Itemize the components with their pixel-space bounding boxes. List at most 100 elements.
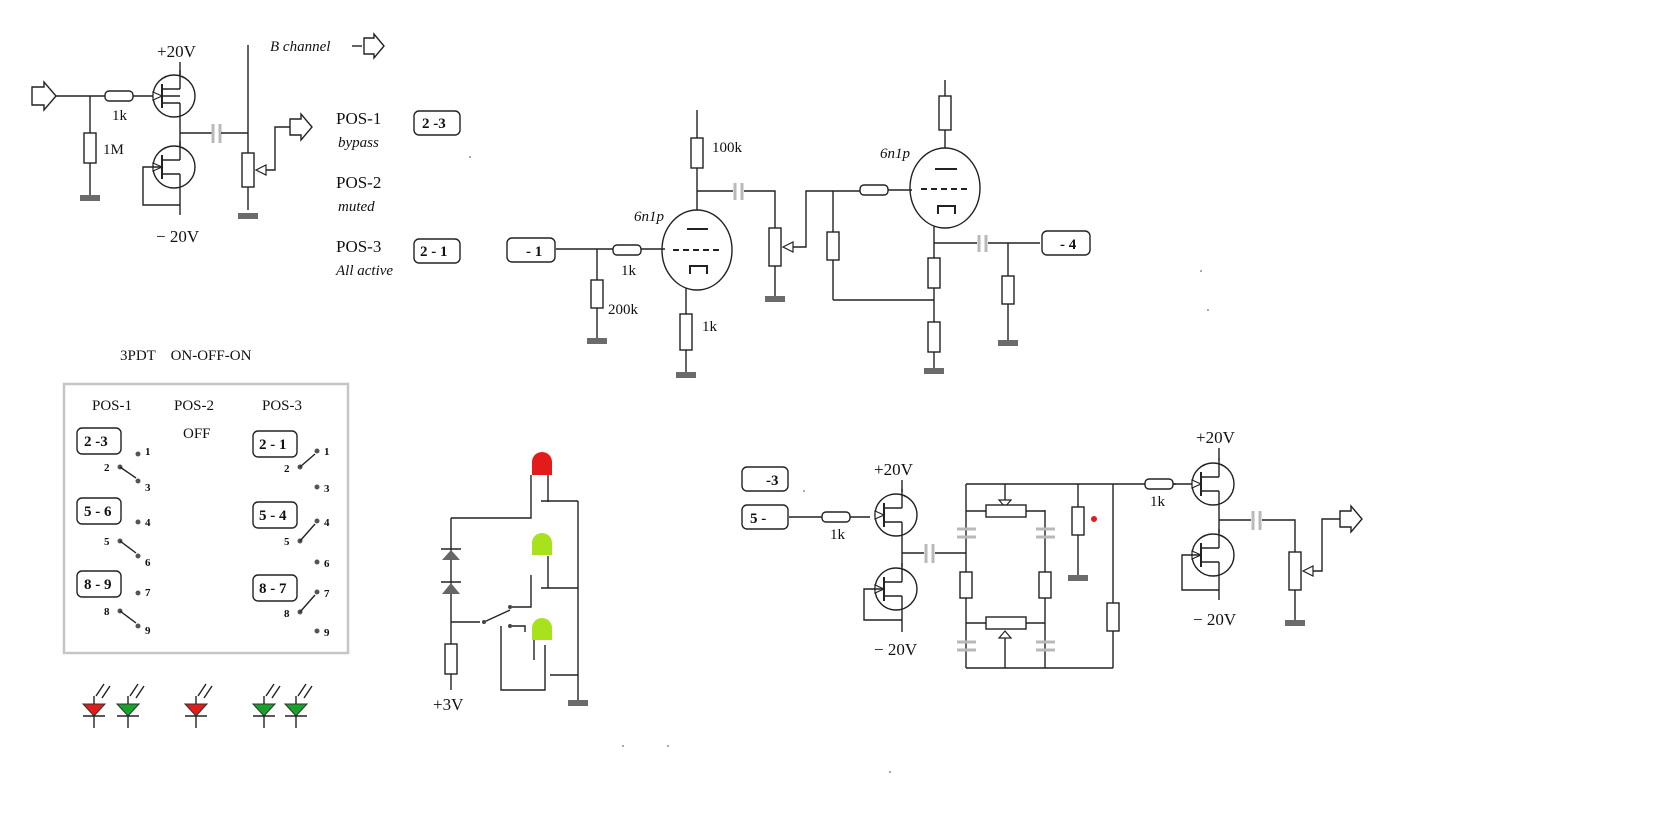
tube-tag-in: - 1 [526,244,542,260]
label-out-1k-a: 1k [830,527,846,543]
resistor-cathode-2a [927,257,941,289]
right-pin-3: 3 [324,483,330,495]
resistor-out-shunt [1001,275,1015,305]
position-legend: POS-1 bypass 2 -3 POS-2 muted POS-3 All … [335,109,461,279]
tube-2-label: 6n1p [880,146,911,162]
pos1-label: POS-1 [336,109,381,128]
label-grid-1k: 1k [621,263,637,279]
right-pin-5: 5 [284,536,290,548]
col-pos3: POS-3 [262,398,302,414]
label-100k: 100k [712,140,743,156]
label-plus-20v: +20V [157,42,197,61]
resistor-bridge-left [959,571,973,599]
potentiometer-bridge-bottom [985,616,1027,630]
resistor-led [444,643,458,675]
label-out-minus-20v-b: − 20V [1193,610,1237,629]
resistor-grid-1k [612,244,642,256]
led-green-icon [251,683,281,728]
col-off: OFF [183,426,211,442]
pos1-desc: bypass [338,135,379,151]
label-out-plus-20v-b: +20V [1196,428,1236,447]
led-red-icon [81,683,111,728]
pos3-label: POS-3 [336,237,381,256]
potentiometer-out [1288,551,1302,591]
led-status-row [81,683,313,728]
pos2-desc: muted [338,199,375,215]
out-tag-a: -3 [766,473,779,489]
right-pin-2: 2 [284,463,290,475]
left-pin-9: 9 [145,625,151,637]
jfet-out-a-upper [874,488,918,542]
right-switch-contacts [297,448,320,634]
left-tag-3: 8 - 9 [84,577,112,593]
tube-stage: - 1 1k 200k 6n1p 100k 1k 6n1 [506,80,1091,378]
right-pin-8: 8 [284,608,290,620]
pos2-label: POS-2 [336,173,381,192]
right-tag-1: 2 - 1 [259,437,287,453]
col-pos1: POS-1 [92,398,132,414]
resistor-bridge-right [1038,571,1052,599]
led-bot-green-icon [532,618,552,640]
pos3-tag: 2 - 1 [420,244,448,260]
left-pin-7: 7 [145,587,151,599]
out-tag-b: 5 - [750,511,766,527]
label-r1k: 1k [112,108,128,124]
led-green-icon [283,683,313,728]
label-cathode-1k: 1k [702,319,718,335]
input-stage: 1k 1M +20V − 20V B channel [31,32,385,246]
resistor-plate-2 [938,95,952,131]
right-pin-9: 9 [324,627,330,639]
label-minus-20v: − 20V [156,227,200,246]
red-dot-marker [1091,516,1097,522]
label-plus-3v: +3V [433,695,464,714]
b-channel-arrow-icon [363,32,385,60]
label-out-plus-20v-a: +20V [874,460,914,479]
pos1-tag: 2 -3 [422,116,446,132]
label-r1m: 1M [103,142,124,158]
right-tag-2: 5 - 4 [259,508,287,524]
resistor-bridge-right-tail [1106,602,1120,632]
diode-2-icon [442,583,460,594]
output-arrow-icon-1 [289,112,313,142]
left-pin-4: 4 [145,517,151,529]
label-b-channel: B channel [270,39,330,55]
left-tag-1: 2 -3 [84,434,108,450]
resistor-1m [83,132,97,164]
left-tag-2: 5 - 6 [84,504,112,520]
switch-table: 3PDT ON-OFF-ON POS-1 POS-2 POS-3 OFF 2 -… [62,348,350,655]
pos3-desc: All active [335,263,393,279]
led-green-icon [115,683,145,728]
switch-table-frame [62,382,350,655]
led-mid-green-icon [532,533,552,555]
left-pin-8: 8 [104,606,110,618]
resistor-cathode-2b [927,321,941,353]
right-pin-6: 6 [324,558,330,570]
tube-1-label: 6n1p [634,209,665,225]
left-pin-2: 2 [104,462,110,474]
switch-title: 3PDT ON-OFF-ON [120,348,252,364]
right-pin-1: 1 [324,446,330,458]
col-pos2: POS-2 [174,398,214,414]
resistor-bridge-shunt [1071,506,1085,536]
input-arrow-icon [31,80,57,112]
output-arrow-icon-2 [1339,504,1363,534]
resistor-feedback [826,231,840,261]
left-switch-contacts [117,451,141,629]
resistor-cathode-1k [679,313,693,351]
potentiometer-bridge-top [985,504,1027,518]
potentiometer-1 [241,152,255,188]
resistor-200k [590,279,604,309]
resistor-100k [690,137,704,169]
right-tag-3: 8 - 7 [259,581,287,597]
output-stage: -3 5 - 1k +20V − 20V [741,428,1363,669]
resistor-grid-2 [859,184,889,196]
resistor-out-1k-a [821,511,851,523]
left-pin-1: 1 [145,446,151,458]
jfet-out-b-upper [1191,457,1235,511]
left-pin-3: 3 [145,482,151,494]
resistor-1k [104,90,134,102]
potentiometer-2 [768,227,782,267]
tube-tag-out: - 4 [1060,237,1077,253]
right-pin-7: 7 [324,588,330,600]
